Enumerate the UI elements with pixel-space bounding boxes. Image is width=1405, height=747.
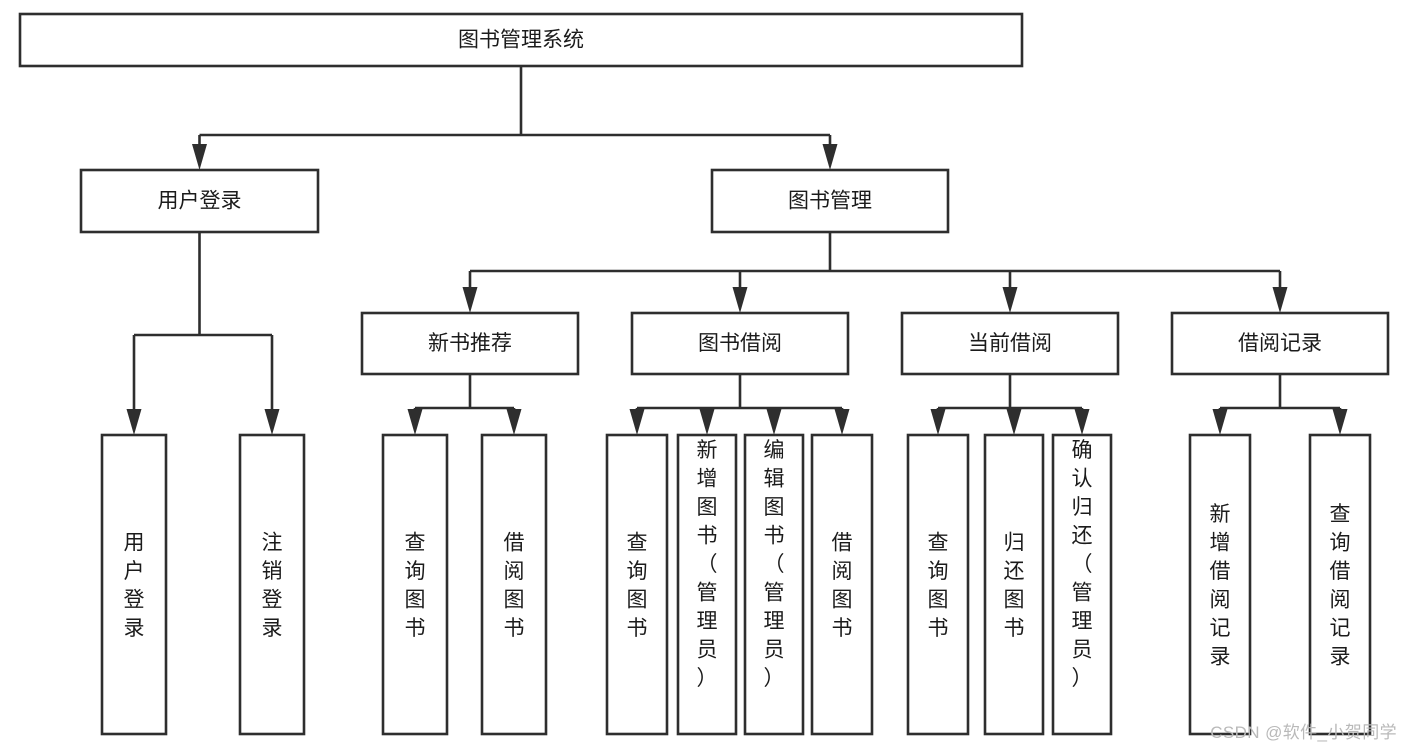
node-leaf-query-record[interactable]: 查询借阅记录 xyxy=(1308,433,1372,736)
node-leaf-add-record[interactable]: 新增借阅记录 xyxy=(1188,433,1252,736)
node-box xyxy=(743,433,805,736)
node-root[interactable]: 图书管理系统 xyxy=(18,12,1024,68)
node-label: 归还图书 xyxy=(1004,532,1025,641)
node-box xyxy=(906,433,970,736)
node-leaf-logout[interactable]: 注销登录 xyxy=(238,433,306,736)
node-leaf-query-book-1[interactable]: 查询图书 xyxy=(381,433,449,736)
node-label: 借阅记录 xyxy=(1238,332,1322,355)
node-label: 新增借阅记录 xyxy=(1210,503,1231,669)
node-label: 借阅图书 xyxy=(504,532,525,641)
node-label: 查询借阅记录 xyxy=(1330,503,1351,669)
node-box xyxy=(100,433,168,736)
node-box xyxy=(18,12,1024,68)
node-box xyxy=(1188,433,1252,736)
node-label: 编辑图书（管理员） xyxy=(764,439,785,690)
node-box xyxy=(381,433,449,736)
node-label: 查询图书 xyxy=(928,532,949,641)
node-box xyxy=(605,433,669,736)
node-label: 用户登录 xyxy=(158,190,242,213)
node-box xyxy=(79,168,320,234)
node-box xyxy=(1170,311,1390,376)
node-label: 图书借阅 xyxy=(698,332,782,355)
nodes-layer: 图书管理系统用户登录图书管理新书推荐图书借阅当前借阅借阅记录用户登录注销登录查询… xyxy=(18,12,1390,736)
node-label: 图书管理系统 xyxy=(458,29,584,52)
node-leaf-borrow-book-1[interactable]: 借阅图书 xyxy=(480,433,548,736)
node-leaf-user-login[interactable]: 用户登录 xyxy=(100,433,168,736)
node-label: 新增图书（管理员） xyxy=(697,439,718,690)
node-leaf-edit-book[interactable]: 编辑图书（管理员） xyxy=(743,433,805,736)
node-label: 借阅图书 xyxy=(832,532,853,641)
node-box xyxy=(810,433,874,736)
edges-layer xyxy=(126,66,1348,435)
node-book-borrow[interactable]: 图书借阅 xyxy=(630,311,850,376)
node-label: 用户登录 xyxy=(124,532,145,641)
node-label: 当前借阅 xyxy=(968,332,1052,355)
node-label: 确认归还（管理员） xyxy=(1072,439,1093,690)
node-user-login[interactable]: 用户登录 xyxy=(79,168,320,234)
node-label: 查询图书 xyxy=(627,532,648,641)
node-book-manage[interactable]: 图书管理 xyxy=(710,168,950,234)
node-leaf-add-book[interactable]: 新增图书（管理员） xyxy=(676,433,738,736)
node-leaf-query-book-3[interactable]: 查询图书 xyxy=(906,433,970,736)
node-label: 查询图书 xyxy=(405,532,426,641)
node-new-book-rec[interactable]: 新书推荐 xyxy=(360,311,580,376)
node-box xyxy=(480,433,548,736)
node-borrow-record[interactable]: 借阅记录 xyxy=(1170,311,1390,376)
node-box xyxy=(1308,433,1372,736)
node-label: 图书管理 xyxy=(788,190,872,213)
node-box xyxy=(238,433,306,736)
node-box xyxy=(1051,433,1113,736)
node-box xyxy=(676,433,738,736)
watermark-text: CSDN @软件_小贺同学 xyxy=(1210,723,1397,742)
node-current-borrow[interactable]: 当前借阅 xyxy=(900,311,1120,376)
node-leaf-query-book-2[interactable]: 查询图书 xyxy=(605,433,669,736)
node-box xyxy=(710,168,950,234)
node-leaf-return-book[interactable]: 归还图书 xyxy=(983,433,1045,736)
node-box xyxy=(983,433,1045,736)
node-label: 新书推荐 xyxy=(428,332,512,355)
node-box xyxy=(900,311,1120,376)
node-leaf-confirm-return[interactable]: 确认归还（管理员） xyxy=(1051,433,1113,736)
node-box xyxy=(360,311,580,376)
node-box xyxy=(630,311,850,376)
node-leaf-borrow-book-2[interactable]: 借阅图书 xyxy=(810,433,874,736)
node-label: 注销登录 xyxy=(262,532,283,641)
